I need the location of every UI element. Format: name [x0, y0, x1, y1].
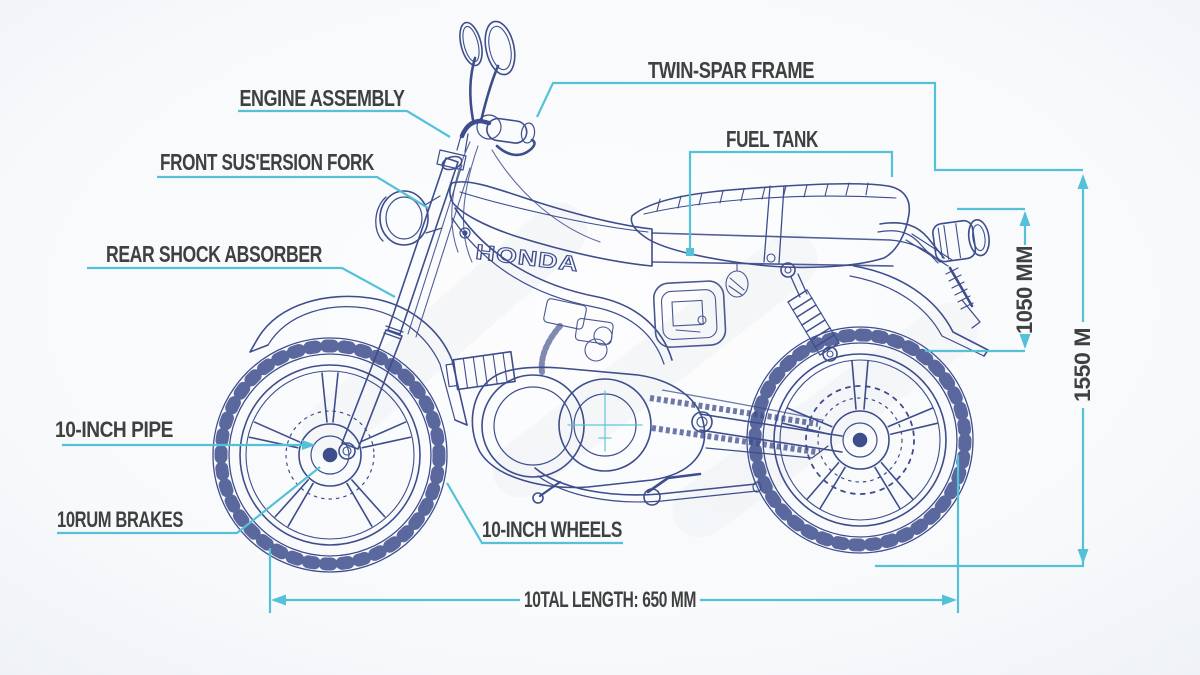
extension-lines	[925, 207, 1025, 353]
swingarm	[691, 411, 843, 459]
rear-rack	[877, 222, 953, 267]
label-rear-shock-absorber: REAR SHOCK ABSORBER	[106, 241, 323, 267]
arrow-left	[271, 594, 286, 606]
total-length-dimension: 10TAL LENGTH: 650 MM	[268, 455, 960, 613]
seat-stitching	[656, 182, 869, 212]
cylinder	[445, 350, 516, 391]
label-engine-assembly: ENGINE ASSEMBLY	[240, 85, 405, 111]
leader-line	[446, 482, 623, 545]
leader-line	[536, 81, 1083, 172]
seat-strap	[763, 185, 785, 264]
arrow-right	[942, 594, 957, 606]
seat-height-dimension: 1050 MM	[925, 207, 1037, 353]
handlebar	[459, 20, 536, 157]
engine-crosshair	[567, 390, 643, 452]
drive-chain	[649, 389, 823, 455]
mirror-stem	[479, 64, 500, 123]
callouts: ENGINE ASSEMBLY FRONT SUS'ERSION FORK TW…	[55, 57, 1083, 545]
extension-lines	[268, 455, 960, 613]
total-length-value: 10TAL LENGTH: 650 MM	[524, 587, 696, 612]
headlight	[375, 190, 443, 246]
dimension-line	[875, 177, 1085, 568]
motorcycle: HONDA	[212, 20, 990, 573]
shift-lever	[538, 480, 562, 498]
arrow-up	[1019, 211, 1031, 226]
rear-shock	[780, 262, 840, 362]
arrow-up	[1077, 174, 1089, 189]
callout-twin-spar-frame: TWIN-SPAR FRAME	[536, 57, 1083, 172]
leader-arrow	[302, 440, 316, 450]
callout-10-inch-wheels: 10-INCH WHEELS	[446, 482, 623, 545]
engine	[445, 350, 706, 506]
leader-line	[57, 466, 321, 535]
overall-height-dimension: 1550 M	[875, 174, 1095, 568]
leader-line	[688, 150, 894, 252]
mirror-icon	[459, 20, 516, 76]
arrow-down	[1077, 549, 1089, 564]
kick-lever	[646, 472, 702, 494]
seat-height-value: 1050 MM	[1012, 246, 1037, 334]
label-10-inch-wheels: 10-INCH WHEELS	[482, 517, 622, 542]
callout-fuel-tank: FUEL TANK	[686, 126, 894, 256]
leader-endpoint	[686, 248, 694, 256]
label-twin-spar-frame: TWIN-SPAR FRAME	[648, 57, 814, 83]
control-cables	[451, 141, 601, 263]
leader-line	[157, 175, 429, 209]
leader-line	[87, 266, 396, 298]
label-fuel-tank: FUEL TANK	[726, 126, 819, 152]
callout-engine-assembly: ENGINE ASSEMBLY	[238, 85, 451, 138]
overall-height-value: 1550 M	[1070, 328, 1095, 402]
reflector-stay	[945, 266, 981, 329]
label-drum-brakes: 10RUM BRAKES	[57, 507, 183, 532]
mirror-stem	[468, 56, 477, 122]
taillight	[932, 218, 990, 263]
callout-front-suspension-fork: FRONT SUS'ERSION FORK	[157, 149, 429, 209]
rear-wheel	[746, 326, 974, 554]
callout-drum-brakes: 10RUM BRAKES	[57, 466, 321, 535]
brake-lever	[495, 138, 536, 157]
label-front-suspension-fork: FRONT SUS'ERSION FORK	[160, 149, 375, 175]
front-fender	[249, 295, 468, 426]
brake-rod	[705, 445, 829, 459]
side-panel	[652, 262, 749, 348]
callout-10-inch-pipe: 10-INCH PIPE	[55, 417, 316, 450]
callout-rear-shock-absorber: REAR SHOCK ABSORBER	[87, 241, 396, 298]
arrow-down	[1019, 334, 1031, 349]
seat	[630, 182, 911, 269]
leader-line	[238, 109, 451, 138]
exhaust-pipe	[534, 467, 762, 503]
label-10-inch-pipe: 10-INCH PIPE	[55, 417, 173, 442]
dimension-annotations: 10TAL LENGTH: 650 MM 1050 MM 1550 M	[268, 174, 1095, 613]
watermark	[302, 202, 978, 538]
front-fork	[338, 131, 471, 460]
spring-coil	[787, 289, 840, 356]
